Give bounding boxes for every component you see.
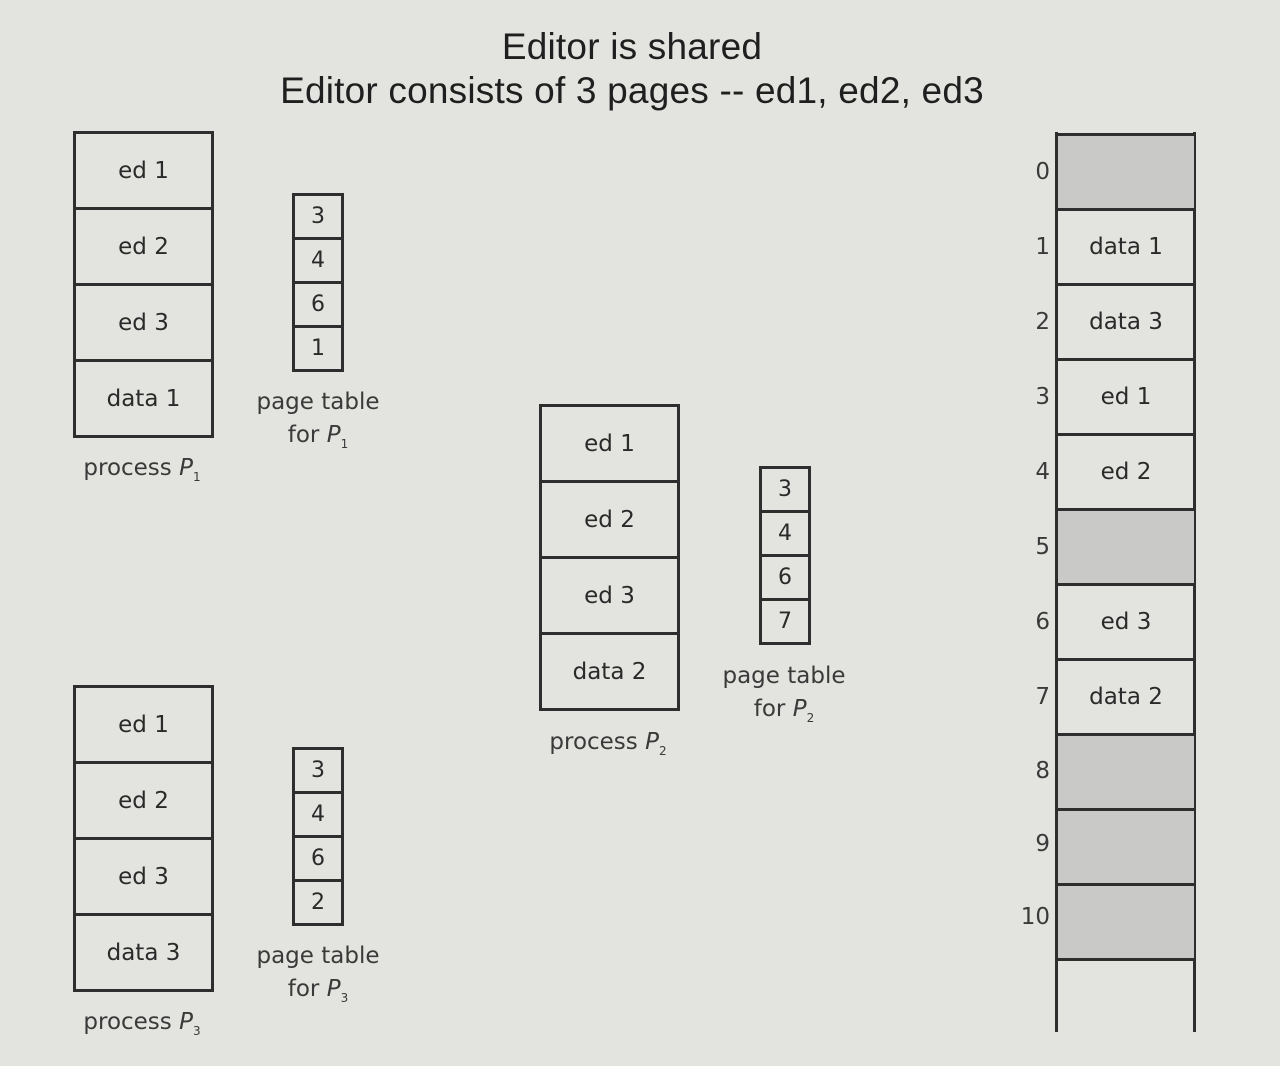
caption-line: page table [256,389,380,415]
page-table-entry: 6 [295,838,341,882]
frame-number: 8 [1035,758,1050,784]
frame-number: 3 [1035,384,1050,410]
memory-left-border [1055,132,1058,1032]
process-page: ed 3 [76,840,211,916]
caption-line: page table [256,943,380,969]
diagram-title-line-1: Editor is shared [501,26,763,67]
memory-right-border [1193,132,1196,1032]
frame-number: 6 [1035,609,1050,635]
process-p3-pages: ed 1 ed 2 ed 3 data 3 [73,685,214,992]
process-page: ed 3 [76,286,211,362]
process-page: data 1 [76,362,211,438]
caption-var: P [179,1009,193,1035]
page-table-entry: 3 [295,750,341,794]
frame-number: 0 [1035,159,1050,185]
memory-frame-10 [1058,883,1194,958]
frame-number: 4 [1035,459,1050,485]
caption-text: for [753,696,793,722]
page-table-p2: 3 4 6 7 [759,466,811,645]
caption-text: for [287,422,327,448]
memory-frame-1: data 1 [1058,208,1194,283]
caption-line: page table [722,663,846,689]
memory-frame-2: data 3 [1058,283,1194,358]
caption-sub: 1 [340,437,349,451]
caption-text: process [83,455,180,481]
page-table-entry: 1 [295,328,341,372]
process-page: data 3 [76,916,211,992]
process-page: ed 2 [76,210,211,286]
process-page: ed 1 [542,407,677,483]
caption-var: P [326,976,341,1002]
caption-var: P [792,696,807,722]
process-p1-caption: process P1 [62,452,222,494]
caption-sub: 3 [192,1024,201,1038]
process-page: ed 1 [76,134,211,210]
frame-number: 2 [1035,309,1050,335]
process-p3-caption: process P3 [62,1006,222,1048]
page-table-entry: 4 [295,794,341,838]
process-p2-pages: ed 1 ed 2 ed 3 data 2 [539,404,680,711]
page-table-p3-caption: page table for P3 [238,940,398,1015]
memory-frame-0 [1058,133,1194,208]
caption-var: P [645,729,659,755]
caption-var: P [326,422,341,448]
memory-frame-7: data 2 [1058,658,1194,733]
process-p2-caption: process P2 [528,726,688,768]
process-page: data 2 [542,635,677,711]
page-table-entry: 2 [295,882,341,926]
caption-sub: 3 [340,991,349,1005]
frame-number: 10 [1020,904,1050,930]
caption-sub: 1 [192,470,201,484]
page-table-p1: 3 4 6 1 [292,193,344,372]
process-page: ed 1 [76,688,211,764]
memory-bottom-line [1058,958,1194,961]
page-table-entry: 4 [295,240,341,284]
process-p1-pages: ed 1 ed 2 ed 3 data 1 [73,131,214,438]
memory-frame-4: ed 2 [1058,433,1194,508]
page-table-p2-caption: page table for P2 [704,660,864,735]
caption-var: P [179,455,193,481]
caption-sub: 2 [658,744,667,758]
process-page: ed 2 [542,483,677,559]
memory-frame-8 [1058,733,1194,808]
process-page: ed 2 [76,764,211,840]
frame-number: 9 [1035,831,1050,857]
process-page: ed 3 [542,559,677,635]
memory-frame-3: ed 1 [1058,358,1194,433]
caption-text: process [549,729,646,755]
diagram-title-line-2: Editor consists of 3 pages -- ed1, ed2, … [280,70,984,111]
page-table-entry: 7 [762,601,808,645]
frame-number: 1 [1035,234,1050,260]
frame-number: 7 [1035,684,1050,710]
caption-sub: 2 [806,711,815,725]
page-table-entry: 4 [762,513,808,557]
page-table-entry: 3 [762,469,808,513]
page-table-p3: 3 4 6 2 [292,747,344,926]
page-table-entry: 6 [295,284,341,328]
page-table-p1-caption: page table for P1 [238,386,398,461]
page-table-entry: 3 [295,196,341,240]
memory-frame-9 [1058,808,1194,883]
caption-text: for [287,976,327,1002]
caption-text: process [83,1009,180,1035]
memory-frame-6: ed 3 [1058,583,1194,658]
memory-frame-5 [1058,508,1194,583]
frame-number: 5 [1035,534,1050,560]
page-table-entry: 6 [762,557,808,601]
